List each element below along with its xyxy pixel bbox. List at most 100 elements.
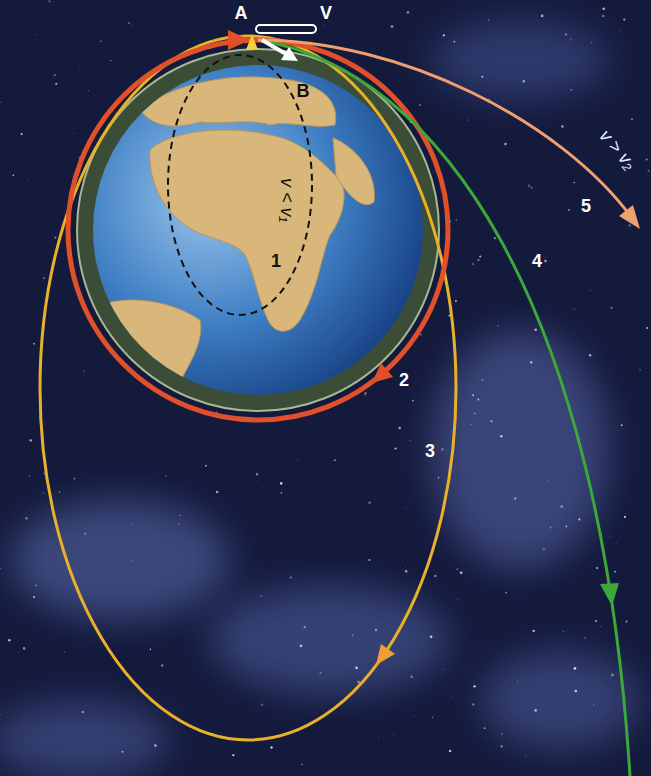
star	[128, 22, 130, 24]
star	[368, 501, 371, 504]
star	[646, 158, 648, 160]
star	[631, 118, 633, 120]
orbit-2-circle	[68, 40, 448, 420]
star	[83, 370, 85, 372]
star	[534, 709, 537, 712]
star	[639, 369, 640, 370]
star	[531, 187, 532, 188]
star	[504, 143, 506, 145]
star	[49, 0, 51, 2]
star	[0, 714, 1, 715]
star	[501, 745, 503, 747]
star	[33, 343, 35, 345]
star	[261, 596, 262, 597]
star	[570, 39, 571, 40]
star	[402, 559, 404, 561]
star	[561, 125, 563, 127]
star	[100, 40, 102, 42]
star	[495, 213, 497, 215]
star	[232, 754, 234, 756]
star	[394, 447, 396, 449]
star	[161, 664, 163, 666]
star	[472, 703, 474, 705]
star	[391, 25, 394, 28]
star	[442, 669, 444, 671]
nebula	[0, 20, 640, 776]
star	[110, 60, 111, 61]
star	[505, 592, 507, 594]
star	[554, 416, 556, 418]
star	[355, 667, 358, 670]
star	[593, 704, 594, 705]
star	[130, 24, 132, 26]
star	[624, 516, 626, 518]
star	[575, 690, 578, 693]
star	[216, 491, 219, 494]
star	[55, 83, 57, 85]
star	[137, 741, 139, 743]
star	[407, 11, 409, 13]
star	[455, 300, 457, 302]
star	[602, 7, 605, 10]
star	[434, 575, 436, 577]
star	[648, 170, 650, 172]
star	[368, 559, 370, 561]
star	[610, 536, 612, 538]
star	[530, 361, 532, 363]
star	[12, 174, 14, 176]
star	[364, 392, 366, 394]
star	[205, 465, 207, 467]
star	[189, 513, 191, 515]
star	[43, 492, 45, 494]
star	[76, 379, 78, 381]
star	[414, 715, 416, 717]
star	[59, 491, 60, 492]
star	[602, 15, 605, 18]
star	[120, 410, 122, 412]
star	[614, 571, 616, 573]
star	[375, 629, 377, 631]
star	[412, 400, 414, 402]
star	[568, 209, 570, 211]
star	[357, 681, 359, 683]
trajectory-4	[258, 40, 630, 776]
orbit-3-ellipse	[40, 36, 456, 740]
star	[180, 515, 181, 516]
star	[584, 637, 585, 638]
star	[398, 427, 401, 430]
star	[79, 68, 81, 70]
star	[626, 621, 628, 623]
star	[409, 440, 411, 442]
star	[5, 167, 7, 169]
speed-condition: v < v₁	[276, 178, 296, 222]
star	[0, 102, 1, 103]
trajectory-5-arrowhead	[619, 205, 640, 229]
star	[525, 755, 527, 757]
star	[501, 733, 503, 735]
star	[450, 696, 452, 698]
star	[456, 219, 458, 221]
star	[481, 379, 483, 381]
star	[74, 133, 75, 134]
star	[488, 20, 489, 21]
star	[393, 733, 394, 734]
star	[52, 77, 54, 79]
star	[611, 674, 614, 677]
star	[8, 639, 11, 642]
star	[477, 398, 479, 400]
star	[20, 133, 22, 135]
star	[473, 685, 475, 687]
continents	[100, 77, 374, 400]
star	[533, 630, 535, 632]
star	[23, 647, 26, 650]
star	[9, 434, 11, 436]
star	[432, 716, 434, 718]
star	[405, 570, 408, 573]
star	[456, 568, 458, 570]
star	[574, 182, 575, 183]
star	[514, 497, 516, 499]
star	[178, 524, 180, 526]
